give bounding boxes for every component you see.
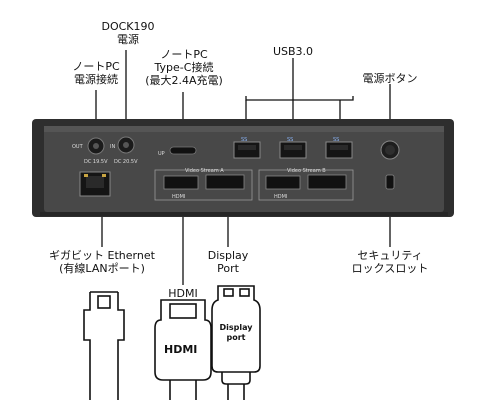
lock-label: セキュリティ ロックスロット (351, 249, 429, 275)
out-volt-label: DC 19.5V (84, 159, 108, 165)
usb-c-port (169, 146, 197, 155)
hdmi-connector-text: HDMI (164, 343, 198, 356)
up-label: UP (158, 151, 165, 157)
video-stream-b-frame (258, 169, 354, 201)
dock-power-label: DOCK190 電源 (101, 20, 155, 46)
in-label: IN (110, 144, 116, 150)
usb-ss-label-3: SS (333, 137, 340, 143)
ethernet-connector-illustration (83, 291, 125, 400)
ethernet-label: ギガビット Ethernet (有線LANポート) (49, 249, 155, 275)
video-stream-a-label: Video Stream A (185, 168, 224, 174)
usb-ss-label-1: SS (241, 137, 248, 143)
displayport-a (205, 174, 245, 190)
video-stream-a-frame (154, 169, 253, 201)
hdmi-port-a (163, 175, 199, 190)
notepc-power-label: ノートPC 電源接続 (72, 60, 120, 86)
usb-ss-label-2: SS (287, 137, 294, 143)
hdmi-port-a-label: HDMI (172, 194, 186, 200)
usb-label: USB3.0 (272, 45, 314, 58)
hdmi-port-b (265, 175, 301, 190)
displayport-label: Display Port (207, 249, 249, 275)
hdmi-label: HDMI (168, 287, 198, 300)
in-volt-label: DC 20.5V (114, 159, 138, 165)
video-stream-b-label: Video Stream B (287, 168, 326, 174)
out-label: OUT (72, 144, 83, 150)
security-lock-slot (385, 174, 395, 190)
displayport-connector-illustration (211, 285, 261, 400)
power-button-label: 電源ボタン (362, 72, 418, 85)
hdmi-port-b-label: HDMI (274, 194, 288, 200)
typec-label: ノートPC Type-C接続 (最大2.4A充電) (145, 48, 223, 87)
hdmi-connector-illustration (154, 299, 212, 400)
dp-connector-text: Display port (219, 323, 253, 342)
displayport-b (307, 174, 347, 190)
